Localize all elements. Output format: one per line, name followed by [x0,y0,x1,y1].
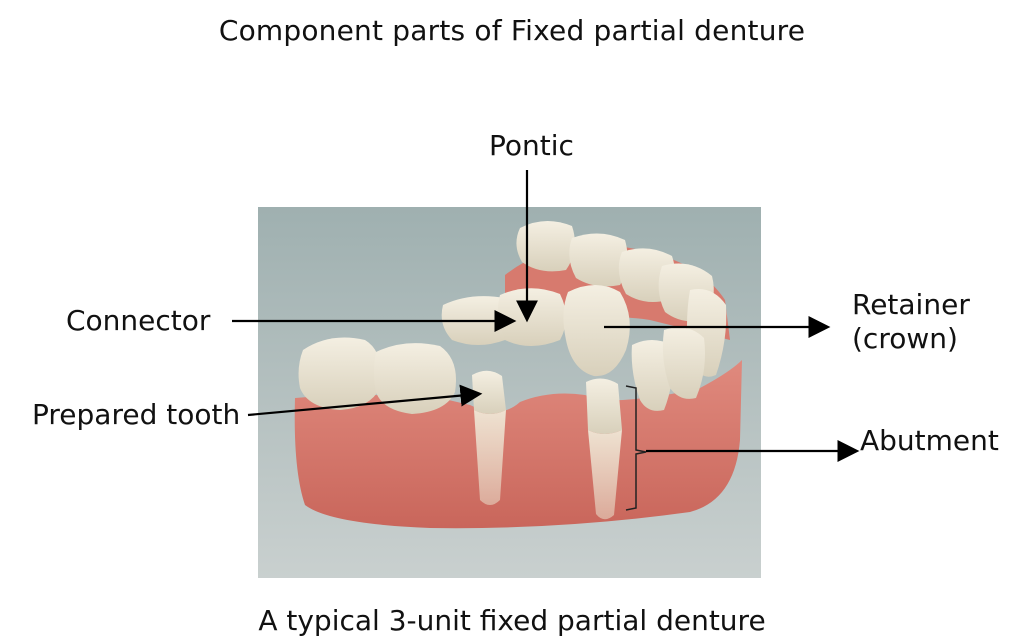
front-right-teeth [631,327,705,411]
leader-arrows [232,170,860,462]
figure-caption: A typical 3-unit fixed partial denture [258,604,766,637]
retainer-label-line1: Retainer [852,288,970,321]
diagram-title: Component parts of Fixed partial denture [218,14,806,47]
retainer-label: Retainer (crown) [852,288,970,356]
back-teeth [516,220,727,377]
retainer-label-line2: (crown) [852,322,958,355]
abutment-tooth-right [586,378,622,520]
connector-label: Connector [66,304,211,337]
prepared-tooth-label: Prepared tooth [32,398,241,431]
pontic-label: Pontic [489,129,574,162]
abutment-label: Abutment [860,424,999,457]
prepared-tooth-arrow [247,384,483,417]
left-molars [298,337,456,414]
